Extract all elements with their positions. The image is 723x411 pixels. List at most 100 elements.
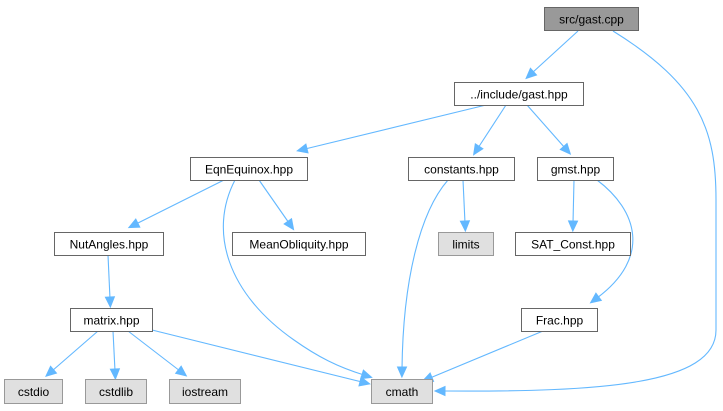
node-box [544,7,639,31]
node-label: MeanObliquity.hpp [249,238,348,252]
edge-constants-to-cmath [396,179,449,379]
edge-line [442,30,717,392]
edge-matrix-to-cmath [151,329,371,387]
edge-line [462,179,466,224]
edge-frac-to-cmath [421,330,544,382]
node-label: constants.hpp [424,163,499,177]
edge-line [596,179,634,299]
node-box [515,232,631,256]
edge-eqnequinox-to-nutangles [127,179,225,229]
edge-arrowhead [472,143,484,156]
edge-arrowhead [567,220,579,233]
node-gmst[interactable]: gmst.hpp [537,157,614,181]
node-gast-cpp[interactable]: src/gast.cpp [544,7,639,31]
edge-constants-to-limits [459,179,471,233]
node-label: iostream [182,385,228,399]
edge-arrowhead [296,143,309,154]
edge-line [258,179,290,224]
edge-line [304,104,487,150]
edge-arrowhead [459,220,471,233]
node-cstdlib: cstdlib [85,379,147,404]
node-box [54,232,164,256]
edge-arrowhead [589,292,603,304]
edge-gast_cpp-to-cmath [433,30,717,397]
node-nutangles[interactable]: NutAngles.hpp [54,232,164,256]
edge-matrix-to-cstdlib [109,330,121,381]
graph-nodes: src/gast.cpp ../include/gast.hppEqnEquino… [4,7,639,404]
edge-matrix-to-iostream [127,330,188,377]
edge-eqnequinox-to-meanobliquity [258,179,295,231]
node-box [232,232,366,256]
node-box [169,379,241,404]
edge-arrowhead [360,369,373,380]
node-label: gmst.hpp [551,163,601,177]
node-label: EqnEquinox.hpp [205,163,293,177]
node-box [454,82,584,106]
node-label: cstdio [18,385,50,399]
edge-arrowhead [559,142,572,155]
edge-eqnequinox-to-cmath [222,179,373,380]
edge-arrowhead [45,365,58,378]
edge-arrowhead [104,296,116,309]
edge-arrowhead [358,376,371,387]
edge-line [51,330,99,372]
edge-gast_hpp-to-constants [472,104,507,156]
node-cmath: cmath [371,379,433,404]
edge-line [151,329,363,383]
edge-line [572,179,575,224]
node-gast-hpp[interactable]: ../include/gast.hpp [454,82,584,106]
edge-arrowhead [433,385,446,397]
node-box [190,157,308,181]
edge-gmst-to-frac [589,179,634,304]
edge-arrowhead [396,366,408,379]
node-box [537,157,614,181]
node-meanobliquity[interactable]: MeanObliquity.hpp [232,232,366,256]
edge-line [429,330,544,379]
edge-line [127,330,181,372]
graph-edges [45,30,717,397]
node-label: ../include/gast.hpp [470,88,568,102]
edge-line [107,254,111,300]
edge-line [112,330,116,372]
edge-arrowhead [283,217,295,231]
edge-line [526,104,566,149]
edge-arrowhead [525,67,538,80]
edge-line [222,179,365,376]
node-limits: limits [438,232,494,256]
edge-gmst-to-sat_const [567,179,579,233]
edge-matrix-to-cstdio [45,330,99,378]
edge-gast_hpp-to-gmst [526,104,572,155]
node-label: cstdlib [99,385,133,399]
edge-line [531,30,579,74]
node-box [521,308,598,332]
edge-line [135,179,225,225]
node-box [438,232,494,256]
node-box [85,379,147,404]
node-constants[interactable]: constants.hpp [408,157,515,181]
node-cstdio: cstdio [4,379,63,404]
edge-gast_hpp-to-eqnequinox [296,104,487,154]
node-label: src/gast.cpp [559,13,624,27]
node-iostream: iostream [169,379,241,404]
edge-nutangles-to-matrix [104,254,116,309]
edge-arrowhead [109,368,121,381]
edge-line [401,179,449,370]
node-matrix[interactable]: matrix.hpp [70,308,153,332]
node-box [371,379,433,404]
node-box [408,157,515,181]
node-box [4,379,63,404]
edge-gast_cpp-to-gast_hpp [525,30,579,80]
node-frac[interactable]: Frac.hpp [521,308,598,332]
node-eqnequinox[interactable]: EqnEquinox.hpp [190,157,308,181]
edge-arrowhead [174,365,188,377]
node-label: limits [452,238,479,252]
node-box [70,308,153,332]
node-label: matrix.hpp [83,314,139,328]
node-sat-const[interactable]: SAT_Const.hpp [515,232,631,256]
node-label: cmath [386,385,419,399]
node-label: NutAngles.hpp [70,238,149,252]
edge-line [477,104,507,149]
node-label: Frac.hpp [536,314,584,328]
node-label: SAT_Const.hpp [531,238,615,252]
